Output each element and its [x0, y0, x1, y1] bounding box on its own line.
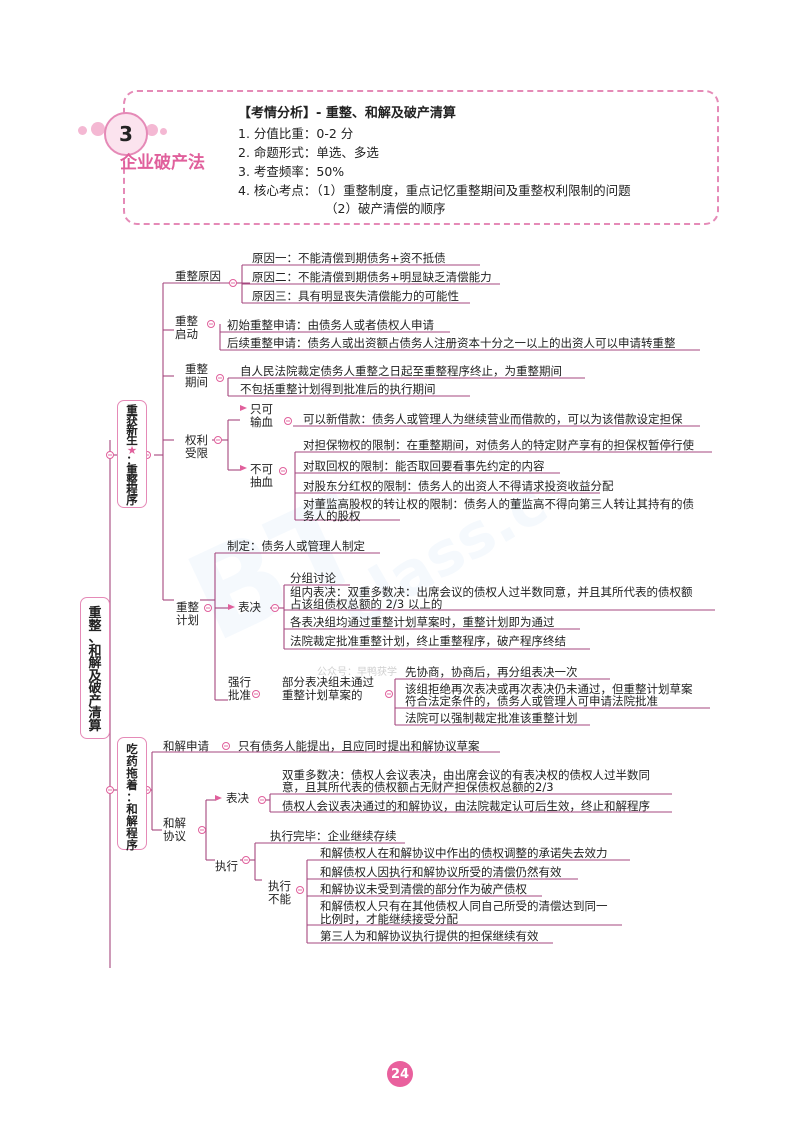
node-reorganization-start: 重整 — [175, 314, 198, 328]
leaf-plan-drafting: 制定：债务人或管理人制定 — [227, 539, 365, 553]
node-compulsory-approval: 强行 — [228, 675, 251, 689]
leaf-executive-equity-limit: 务人的股权 — [303, 509, 361, 523]
leaf-renegotiate: 先协商，协商后，再分组表决一次 — [405, 665, 578, 679]
node-execution: 执行 — [215, 859, 238, 873]
node-plan-voting: 表决 — [238, 600, 261, 614]
node-agreement-voting: 表决 — [226, 791, 249, 805]
exam-analysis-box — [123, 90, 719, 225]
node-rights-restriction: 受限 — [185, 446, 208, 460]
node-settlement-agreement: 协议 — [163, 829, 186, 843]
node-no-bloodletting: 不可 — [250, 462, 273, 476]
leaf-double-majority: 意，且其所代表的债权额占无财产担保债权总额的2/3 — [282, 780, 554, 794]
analysis-line: 2. 命题形式：单选、多选 — [238, 145, 379, 160]
node-rights-restriction: 权利 — [185, 433, 208, 447]
leaf-group-discussion: 分组讨论 — [290, 571, 336, 585]
leaf-apply-court-approval: 该组拒绝再次表决或再次表决仍未通过，但重整计划草案 — [405, 682, 693, 696]
node-reorganization-cause: 重整原因 — [175, 269, 221, 283]
analysis-line: 1. 分值比重：0-2 分 — [238, 126, 354, 141]
node-no-bloodletting: 抽血 — [250, 475, 273, 489]
leaf-period-exclusion: 不包括重整计划得到批准后的执行期间 — [240, 382, 436, 396]
node-execution-failure: 执行 — [268, 879, 291, 893]
node-execution-failure: 不能 — [268, 892, 291, 906]
analysis-line: 3. 考查频率：50% — [238, 164, 345, 179]
leaf-executive-equity-limit: 对董监高股权的转让权的限制：债务人的董监高不得向第三人转让其持有的债 — [303, 497, 694, 511]
leaf-plan-passed: 各表决组均通过重整计划草案时，重整计划即为通过 — [290, 615, 555, 629]
node-only-transfusion: 只可 — [250, 402, 273, 416]
leaf-court-approval: 法院裁定批准重整计划，终止重整程序，破产程序终结 — [290, 634, 566, 648]
node-compulsory-approval: 批准 — [228, 688, 251, 702]
leaf-failure-3: 和解协议未受到清偿的部分作为破产债权 — [320, 882, 527, 896]
node-reorganization-period: 期间 — [185, 375, 208, 389]
node-reorganization-plan: 重整 — [176, 600, 199, 614]
leaf-failure-4: 和解债权人只有在其他债权人同自己所受的清偿达到同一 — [320, 899, 608, 913]
leaf-cause-1: 原因一：不能清偿到期债务+资不抵债 — [252, 251, 446, 265]
leaf-cause-2: 原因二：不能清偿到期债务+明显缺乏清偿能力 — [252, 270, 492, 284]
leaf-failure-4: 比例时，才能继续接受分配 — [320, 912, 458, 926]
chapter-number: 3 — [104, 112, 148, 156]
chapter-title: 企业破产法 — [120, 153, 205, 173]
leaf-in-group-voting: 占该组债权总额的 2/3 以上的 — [290, 597, 443, 611]
leaf-agreement-effective: 债权人会议表决通过的和解协议，由法院裁定认可后生效，终止和解程序 — [282, 799, 650, 813]
leaf-retrieval-right-limit: 对取回权的限制：能否取回要看事先约定的内容 — [303, 459, 545, 473]
leaf-execution-complete: 执行完毕：企业继续存续 — [270, 829, 397, 843]
node-only-transfusion: 输血 — [250, 415, 273, 429]
analysis-title: 【考情分析】- 重整、和解及破产清算 — [238, 106, 456, 121]
node-reorganization-period: 重整 — [185, 362, 208, 376]
leaf-court-compulsory: 法院可以强制裁定批准该重整计划 — [405, 711, 578, 725]
leaf-new-loans: 可以新借款：债务人或管理人为继续营业而借款的，可以为该借款设定担保 — [303, 412, 683, 426]
decor-dot — [91, 122, 105, 136]
decor-dot — [146, 124, 158, 136]
root-node-chongzheng-hejie-pochan: 重整、和解及破产清算 — [80, 597, 110, 739]
leaf-failure-5: 第三人为和解协议执行提供的担保继续有效 — [320, 929, 539, 943]
analysis-line: （2）破产清偿的顺序 — [325, 201, 446, 216]
leaf-initial-application: 初始重整申请：由债务人或者债权人申请 — [227, 318, 434, 332]
decor-dot — [160, 128, 167, 135]
decor-dot — [78, 126, 87, 135]
leaf-failure-2: 和解债权人因执行和解协议所受的清偿仍然有效 — [320, 865, 562, 879]
leaf-apply-court-approval: 符合法定条件的，债务人或管理人可申请法院批准 — [405, 694, 658, 708]
page-number: 24 — [387, 1061, 413, 1087]
leaf-settlement-application: 只有债务人能提出，且应同时提出和解协议草案 — [238, 739, 480, 753]
watermark-caption: 公众号：早鸭获学 — [317, 667, 397, 678]
leaf-double-majority: 双重多数决：债权人会议表决，由出席会议的有表决权的债权人过半数同 — [282, 768, 650, 782]
node-reorganization-start: 启动 — [175, 327, 198, 341]
leaf-in-group-voting: 组内表决：双重多数决：出席会议的债权人过半数同意，并且其所代表的债权额 — [290, 585, 693, 599]
node-settlement-application: 和解申请 — [163, 739, 209, 753]
leaf-period-definition: 自人民法院裁定债务人重整之日起至重整程序终止，为重整期间 — [240, 364, 562, 378]
leaf-dividend-limit: 对股东分红权的限制：债务人的出资人不得请求投资收益分配 — [303, 479, 614, 493]
node-reorganization-plan: 计划 — [176, 613, 199, 627]
branch-settlement-procedure: 吃药拖着：和解程序 — [117, 737, 147, 851]
leaf-failure-1: 和解债权人在和解协议中作出的债权调整的承诺失去效力 — [320, 846, 608, 860]
analysis-line: 4. 核心考点：（1）重整制度，重点记忆重整期间及重整权利限制的问题 — [238, 183, 631, 198]
leaf-cause-3: 原因三：具有明显丧失清偿能力的可能性 — [252, 289, 459, 303]
node-partial-rejection: 部分表决组未通过 — [282, 675, 374, 689]
node-settlement-agreement: 和解 — [163, 816, 186, 830]
branch-reorganization-procedure: 重获新生★：重整程序 — [117, 400, 147, 508]
leaf-security-right-limit: 对担保物权的限制：在重整期间，对债务人的特定财产享有的担保权暂停行使 — [303, 438, 694, 452]
node-partial-rejection: 重整计划草案的 — [282, 688, 363, 702]
leaf-subsequent-application: 后续重整申请：债务人或出资额占债务人注册资本十分之一以上的出资人可以申请转重整 — [227, 336, 676, 350]
